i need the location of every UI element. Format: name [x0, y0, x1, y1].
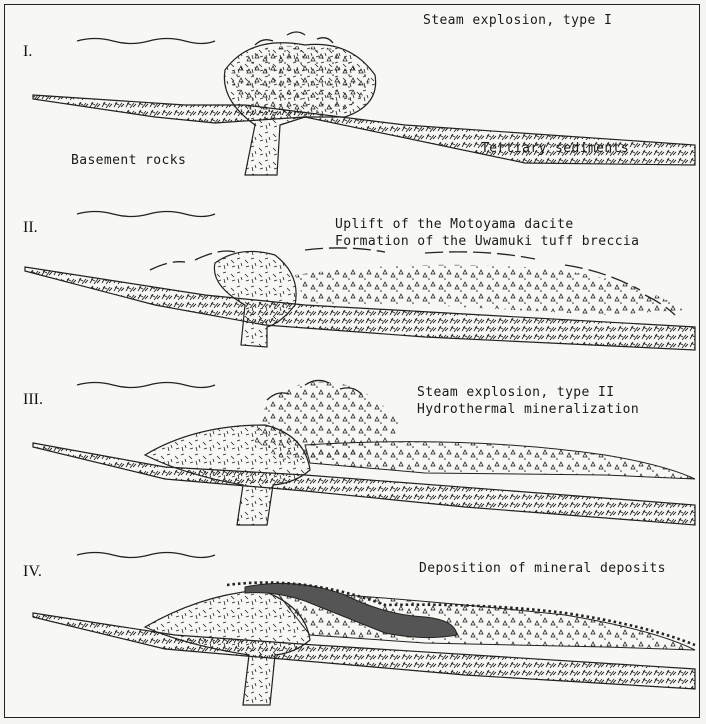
panel-4-caption: Deposition of mineral deposits — [419, 561, 666, 576]
panel-2-caption-line-2: Formation of the Uwamuki tuff breccia — [335, 234, 639, 249]
panel-2-numeral: II. — [23, 219, 38, 237]
basement-rocks-label: Basement rocks — [71, 153, 186, 168]
panel-3-caption-line-2: Hydrothermal mineralization — [417, 402, 639, 417]
panel-2-caption-line-1: Uplift of the Motoyama dacite — [335, 217, 574, 232]
panel-3-caption-line-1: Steam explosion, type II — [417, 385, 614, 400]
panel-1-caption: Steam explosion, type I — [423, 13, 612, 28]
panel-2 — [25, 212, 695, 351]
panel-4-numeral: IV. — [23, 563, 42, 581]
panel-3-numeral: III. — [23, 391, 43, 409]
cross-section-diagram — [5, 5, 701, 719]
tertiary-sediments-label: Tertiary sediments — [481, 141, 629, 156]
figure-frame: I. Steam explosion, type I Basement rock… — [4, 4, 700, 718]
panel-1-numeral: I. — [23, 43, 32, 61]
